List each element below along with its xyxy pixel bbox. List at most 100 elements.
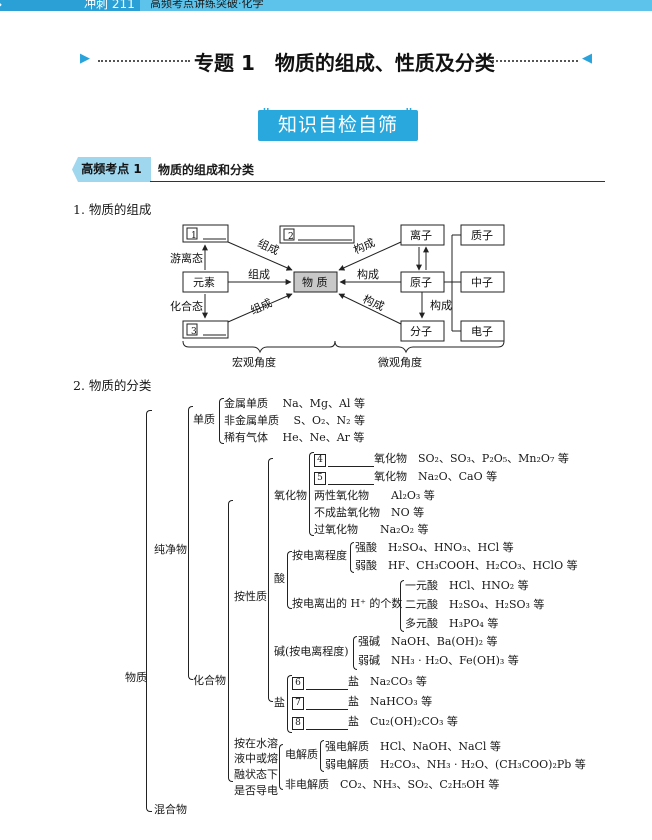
diprotic-acid-item: 二元酸 H₂SO₄、H₂SO₃ 等 [405, 598, 545, 611]
electrolyte-brace [320, 740, 324, 772]
part1-heading: 1. 物质的组成 [73, 202, 152, 217]
conduct-line-3: 是否导电 [234, 784, 278, 797]
triangle-right-icon: ▶ [80, 51, 90, 66]
blank-box-2-num: 2 [288, 232, 294, 242]
compose-label-bottom: 组成 [248, 296, 274, 318]
conduct-line-0: 按在水溶 [234, 737, 278, 750]
header-series-block [0, 0, 140, 11]
compound-brace [228, 500, 233, 782]
strong-base-item: 强碱 NaOH、Ba(OH)₂ 等 [358, 635, 498, 648]
header-bar: » 冲刺 211 高频考点讲练突破·化学 [0, 0, 652, 13]
section-tag: 高频考点 1 [72, 157, 151, 182]
composition-diagram: 1 2 3 元素 物 质 离子 原子 分子 质子 中子 电子 游离态 化合态 组… [170, 224, 505, 369]
substance-box [293, 271, 338, 293]
acid-strength-brace [350, 542, 354, 573]
oxide-brace [309, 452, 314, 536]
pure-substance-label: 纯净物 [154, 543, 187, 556]
conduct-brace [279, 744, 283, 790]
oxide-item-peroxide: 过氧化物 Na₂O₂ 等 [314, 523, 429, 536]
oxide-item-amphoteric: 两性氧化物 Al₂O₃ 等 [314, 489, 435, 502]
mixture-label: 混合物 [154, 803, 187, 816]
ion-box [400, 224, 445, 246]
blank-box-3 [182, 320, 229, 339]
root-brace [146, 410, 152, 812]
acid-brace [287, 551, 292, 609]
blank-box-2 [279, 225, 355, 244]
pure-brace [188, 406, 193, 680]
neutron-label: 中子 [471, 276, 493, 289]
weak-electrolyte-item: 弱电解质 H₂CO₃、NH₃ · H₂O、(CH₃COO)₂Pb 等 [325, 758, 586, 771]
weak-base-item: 弱碱 NH₃ · H₂O、Fe(OH)₃ 等 [358, 654, 519, 667]
blank-box-3-num: 3 [191, 327, 197, 337]
root-label: 物质 [125, 671, 147, 684]
part2-heading: 2. 物质的分类 [73, 378, 152, 393]
conduct-line-1: 液中或熔 [234, 752, 278, 765]
construct-label-molecule: 构成 [430, 298, 452, 312]
proton-label: 质子 [471, 229, 493, 242]
macro-label: 宏观角度 [232, 355, 276, 369]
micro-label: 微观角度 [378, 355, 422, 369]
ion-label: 离子 [410, 228, 432, 242]
header-book-title: 高频考点讲练突破·化学 [150, 0, 264, 10]
strong-acid-item: 强酸 H₂SO₄、HNO₃、HCl 等 [355, 541, 514, 554]
salt-brace [287, 675, 292, 733]
simple-item-0: 金属单质 Na、Mg、Al 等 [224, 397, 365, 410]
oxide-label: 氧化物 [274, 489, 307, 502]
compose-label-mid: 组成 [248, 267, 270, 281]
acid-label: 酸 [274, 572, 285, 585]
conduct-line-2: 融状态下 [234, 768, 278, 781]
section-title: 物质的组成和分类 [158, 163, 255, 177]
element-label: 元素 [193, 276, 215, 289]
acid-by-ionization-label: 按电离程度 [292, 549, 347, 562]
base-brace [353, 636, 357, 670]
triangle-left-icon: ◀ [582, 51, 592, 66]
substance-label: 物 质 [302, 275, 328, 289]
dotted-leader [488, 60, 578, 62]
salt-label: 盐 [274, 696, 285, 709]
property-brace [268, 458, 273, 702]
simple-substance-label: 单质 [193, 413, 215, 426]
combined-state-label: 化合态 [170, 299, 203, 313]
atom-label: 原子 [410, 276, 432, 289]
simple-item-2: 稀有气体 He、Ne、Ar 等 [224, 431, 365, 444]
simple-brace [219, 398, 224, 444]
molecule-box [400, 320, 445, 342]
compound-label: 化合物 [193, 674, 226, 687]
dotted-leader [98, 60, 190, 62]
quote-close-icon: " [404, 105, 414, 126]
acid-by-h-count-label: 按电离出的 H⁺ 的个数 [292, 597, 403, 610]
topic-title-row: ▶ 专题 1 物质的组成、性质及分类 ◀ [80, 46, 592, 76]
simple-item-1: 非金属单质 S、O₂、N₂ 等 [224, 414, 365, 427]
electrolyte-label: 电解质 [285, 748, 318, 761]
oxide-item-neutral: 不成盐氧化物 NO 等 [314, 506, 425, 519]
base-label: 碱(按电离程度) [274, 645, 349, 658]
quote-open-icon: " [262, 105, 272, 126]
electron-label: 电子 [471, 325, 493, 338]
compose-label-top: 组成 [256, 236, 282, 258]
badge-label: 知识自检自筛 [277, 114, 398, 136]
polyprotic-acid-item: 多元酸 H₃PO₄ 等 [405, 617, 499, 630]
monoprotic-acid-item: 一元酸 HCl、HNO₂ 等 [405, 579, 529, 592]
construct-label-mid: 构成 [357, 267, 379, 281]
strong-electrolyte-item: 强电解质 HCl、NaOH、NaCl 等 [325, 740, 501, 753]
non-electrolyte-item: 非电解质 CO₂、NH₃、SO₂、C₂H₅OH 等 [285, 778, 500, 791]
section-rule [150, 181, 605, 182]
blank-box-1-num: 1 [191, 231, 197, 241]
section-badge: " 知识自检自筛 " [258, 105, 418, 141]
molecule-label: 分子 [410, 325, 432, 338]
free-state-label: 游离态 [170, 251, 203, 265]
by-property-label: 按性质 [234, 590, 267, 603]
construct-label-top: 构成 [351, 235, 377, 257]
weak-acid-item: 弱酸 HF、CH₃COOH、H₂CO₃、HClO 等 [355, 559, 578, 572]
chevron-right-icon: » [0, 0, 3, 13]
header-series: 冲刺 211 [84, 0, 135, 11]
topic-title: 专题 1 物质的组成、性质及分类 [194, 51, 495, 75]
blank-box-1 [182, 224, 229, 243]
construct-label-bottom: 构成 [361, 292, 387, 314]
acid-h-brace [400, 580, 404, 632]
